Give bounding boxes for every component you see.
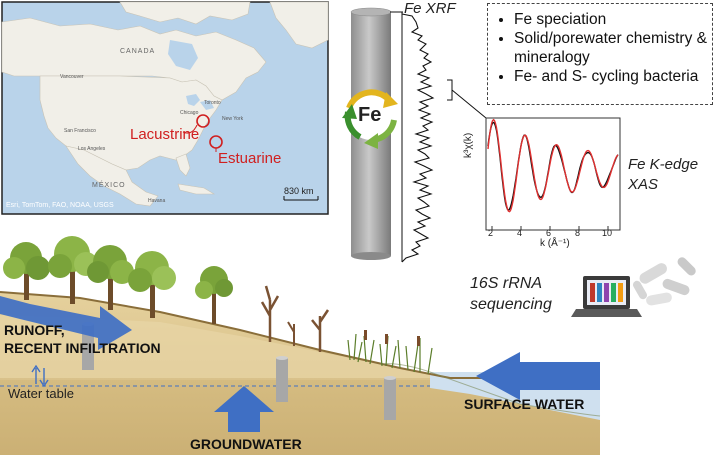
fe-cycle-arrows-icon [342, 89, 398, 149]
great-lakes-shape [186, 94, 214, 110]
xas-tick-label: 2 [488, 228, 494, 238]
runoff-arrow [0, 296, 132, 350]
map-city-label: Havana [148, 198, 166, 204]
methods-item: Fe- and S- cycling bacteria [514, 67, 712, 86]
runoff-label-line1: RUNOFF, [4, 322, 65, 338]
map-city-label: Los Angeles [78, 146, 106, 152]
greenland-shape [269, 1, 329, 49]
xrf-trace [390, 11, 487, 263]
core-top [350, 7, 392, 17]
north-america-map [1, 1, 329, 215]
core-bottom [351, 252, 391, 260]
well-icon [384, 376, 396, 420]
flow-arrows [0, 296, 600, 432]
map-city-label: Chicago [180, 110, 199, 116]
mexico-shape [65, 145, 159, 207]
xas-y-axis-label: k³χ(k) [463, 132, 474, 158]
xas-x-ticks [491, 226, 609, 230]
scale-label: 830 km [284, 186, 314, 196]
lacustrine-pointer [182, 124, 198, 134]
dead-tree-icon [287, 321, 295, 346]
laptop-icon [571, 276, 642, 317]
scale-bar [283, 196, 319, 201]
map-country-label: MÉXICO [92, 182, 126, 189]
sequencing-label-line2: sequencing [470, 296, 552, 313]
estuarine-label: Estuarine [218, 150, 282, 167]
water-table-label: Water table [8, 386, 74, 401]
methods-list: Fe speciation Solid/porewater chemistry … [488, 4, 712, 86]
sequencing-label-line1: 16S rRNA [470, 275, 543, 292]
dead-tree-icon [260, 285, 280, 342]
down-arrow-icon [39, 368, 49, 388]
map-city-label: New York [222, 116, 244, 122]
xrf-label: Fe XRF [404, 0, 456, 17]
map-city-label: Toronto [204, 100, 221, 106]
cuba-shape [177, 183, 216, 195]
xas-tick-label: 4 [517, 228, 523, 238]
methods-item: Fe speciation [514, 10, 712, 29]
dead-tree-icon [311, 309, 330, 352]
xas-label-line2: XAS [628, 176, 659, 193]
well-icon [276, 356, 288, 402]
surface-water-arrow [476, 352, 600, 400]
xas-x-axis-label: k (Å⁻¹) [540, 238, 570, 249]
xas-tick-label: 8 [575, 228, 581, 238]
xrf-bracket [447, 79, 453, 101]
up-arrow-icon [31, 364, 41, 384]
xas-tick-label: 6 [546, 228, 552, 238]
lacustrine-label: Lacustrine [130, 126, 200, 143]
map-city-label: Vancouver [60, 74, 84, 80]
groundwater-arrow [214, 386, 274, 432]
xas-plot-frame [485, 117, 621, 231]
xas-chart [485, 117, 621, 231]
tree-icon [128, 251, 176, 318]
map-city-label: San Francisco [64, 128, 96, 134]
groundwater-label: GROUNDWATER [190, 436, 302, 452]
map-country-label: CANADA [120, 48, 156, 55]
hudson-bay-shape [168, 40, 198, 70]
lacustrine-site-marker [196, 114, 210, 128]
trees [3, 236, 330, 352]
florida-shape [175, 153, 191, 177]
arctic-islands-shape [119, 1, 251, 25]
bacteria-icon [633, 257, 696, 306]
usa-shape [39, 75, 223, 171]
xrf-leader-line [451, 89, 487, 119]
tree-icon [3, 242, 50, 300]
map-attribution: Esri, TomTom, FAO, NOAA, USGS [6, 202, 114, 209]
xas-fit-line [487, 118, 619, 213]
xas-label-line1: Fe K-edge [628, 156, 699, 173]
surface-water-label: SURFACE WATER [464, 396, 585, 412]
xas-tick-label: 10 [602, 228, 613, 238]
tree-icon [87, 245, 134, 310]
tree-icon [195, 266, 233, 324]
runoff-label-line2: RECENT INFILTRATION [4, 340, 161, 356]
methods-item: Solid/porewater chemistry & mineralogy [514, 29, 712, 67]
methods-box: Fe speciation Solid/porewater chemistry … [487, 3, 713, 105]
fe-symbol: Fe [358, 104, 382, 126]
marsh-grass [347, 330, 433, 375]
